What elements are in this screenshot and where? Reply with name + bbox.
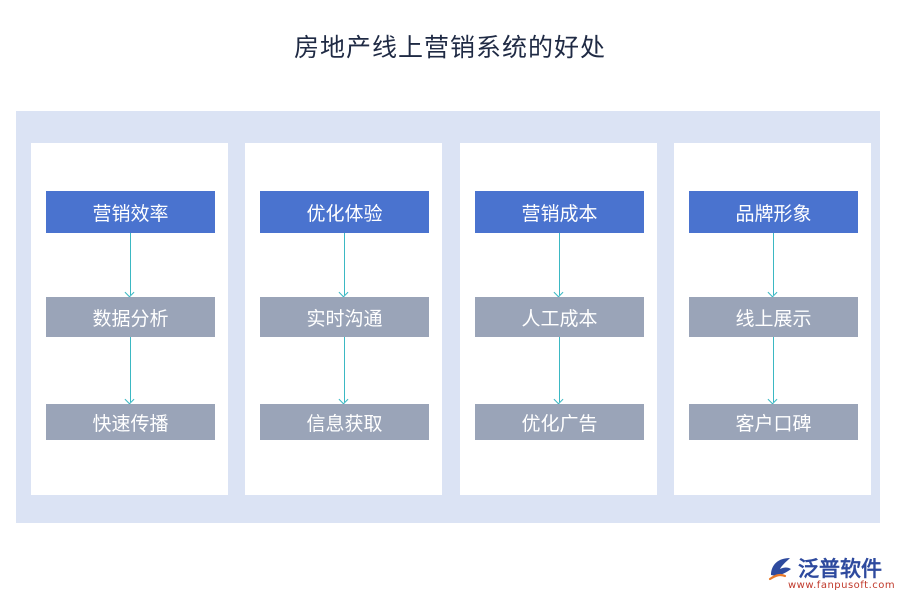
arrow-down-icon <box>773 337 774 402</box>
diagram-title: 房地产线上营销系统的好处 <box>293 33 606 62</box>
column-4-mid: 线上展示 <box>689 297 858 337</box>
column-2-head: 优化体验 <box>260 191 429 233</box>
column-1: 营销效率 数据分析 快速传播 <box>31 143 228 495</box>
column-3-mid: 人工成本 <box>475 297 644 337</box>
arrow-down-icon <box>130 233 131 295</box>
column-1-low: 快速传播 <box>46 404 215 440</box>
arrow-down-icon <box>559 233 560 295</box>
arrow-down-icon <box>344 233 345 295</box>
brand-logo: 泛普软件 www.fanpusoft.com <box>768 553 896 593</box>
column-4-low: 客户口碑 <box>689 404 858 440</box>
column-3: 营销成本 人工成本 优化广告 <box>460 143 657 495</box>
column-1-head: 营销效率 <box>46 191 215 233</box>
column-2-mid: 实时沟通 <box>260 297 429 337</box>
arrow-down-icon <box>773 233 774 295</box>
column-1-mid: 数据分析 <box>46 297 215 337</box>
logo-url: www.fanpusoft.com <box>788 580 896 591</box>
column-3-low: 优化广告 <box>475 404 644 440</box>
logo-name: 泛普软件 <box>798 557 882 581</box>
column-2: 优化体验 实时沟通 信息获取 <box>245 143 442 495</box>
fanpu-logo-icon <box>768 558 791 581</box>
column-4: 品牌形象 线上展示 客户口碑 <box>674 143 871 495</box>
arrow-down-icon <box>130 337 131 402</box>
column-3-head: 营销成本 <box>475 191 644 233</box>
arrow-down-icon <box>559 337 560 402</box>
column-4-head: 品牌形象 <box>689 191 858 233</box>
arrow-down-icon <box>344 337 345 402</box>
column-2-low: 信息获取 <box>260 404 429 440</box>
